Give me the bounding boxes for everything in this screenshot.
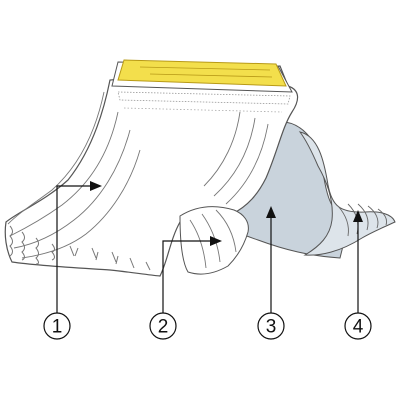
callout-1: 1 <box>43 312 71 340</box>
arrow-1 <box>90 181 102 191</box>
arrow-3 <box>266 206 276 218</box>
leader-line-1 <box>56 185 90 313</box>
leader-line-2 <box>162 240 210 313</box>
callout-3-number: 3 <box>266 317 277 338</box>
callout-3: 3 <box>257 312 285 340</box>
callout-2-number: 2 <box>158 317 169 338</box>
yellow-blade <box>117 59 287 87</box>
curled-flap-4 <box>298 131 396 256</box>
callout-2: 2 <box>149 312 177 340</box>
outer-sheet-1 <box>4 65 299 277</box>
callout-1-number: 1 <box>52 317 63 338</box>
fabric-folds <box>7 91 269 259</box>
arrow-4 <box>353 210 363 222</box>
leader-lines <box>56 185 359 313</box>
callout-4: 4 <box>344 312 372 340</box>
leader-arrows <box>90 181 363 246</box>
arrow-2 <box>210 236 222 246</box>
comb-mesh <box>117 91 291 105</box>
callout-4-number: 4 <box>353 317 364 338</box>
blade-head <box>111 59 293 113</box>
